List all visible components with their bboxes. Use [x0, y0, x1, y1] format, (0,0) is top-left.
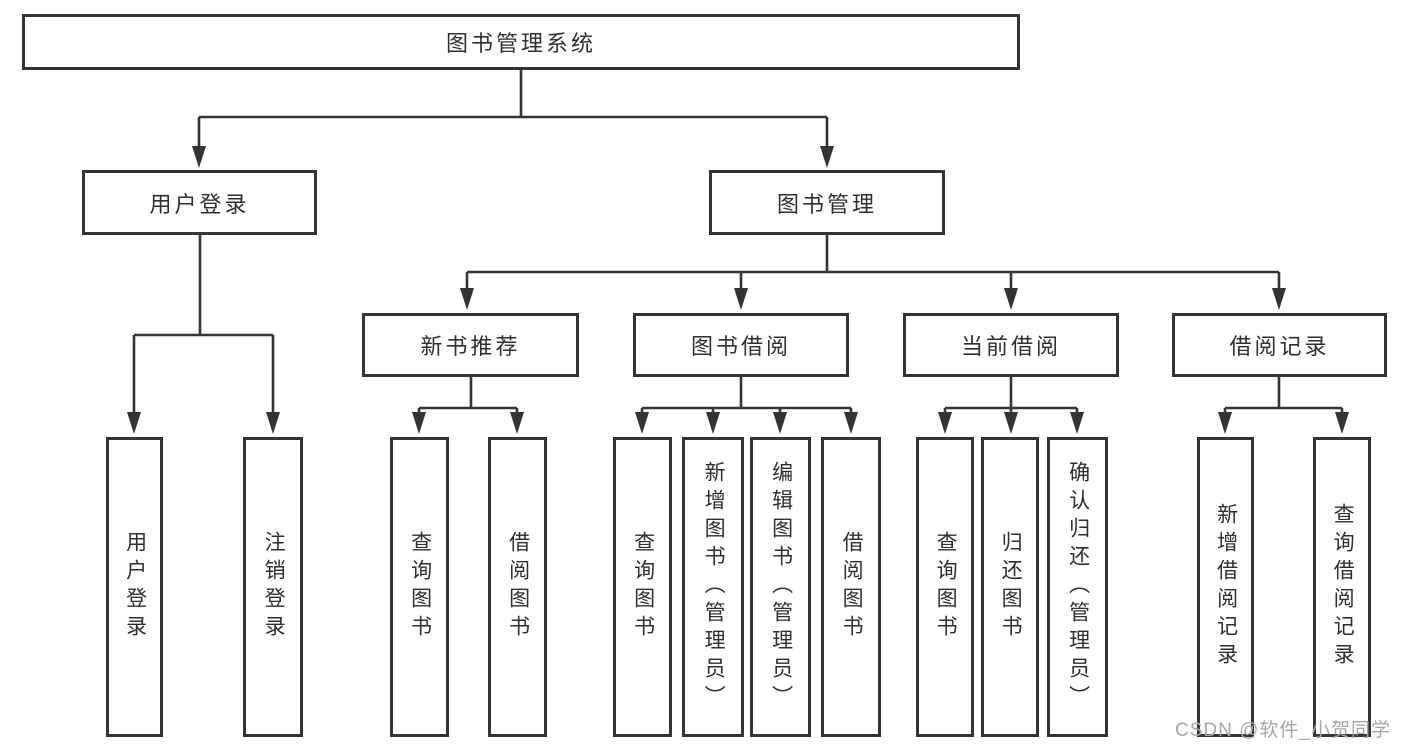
leaf-return-books-label: 归还图书 — [999, 531, 1023, 643]
watermark: CSDN @软件_小贺同学 — [1175, 720, 1391, 741]
node-new-book-recommend: 新书推荐 — [362, 313, 579, 377]
node-book-borrowing-label: 图书借阅 — [690, 334, 791, 359]
node-new-book-recommend-label: 新书推荐 — [420, 334, 521, 359]
leaf-edit-books-admin: 编辑图书（管理员） — [750, 437, 811, 737]
leaf-confirm-return-admin-label: 确认归还（管理员） — [1066, 461, 1090, 713]
leaf-logout-label: 注销登录 — [262, 531, 286, 643]
leaf-user-login-label: 用户登录 — [123, 531, 147, 643]
leaf-logout: 注销登录 — [243, 437, 303, 737]
leaf-query-books-newbooks-label: 查询图书 — [408, 531, 432, 643]
arrowheads — [127, 146, 1349, 434]
node-current-borrowing: 当前借阅 — [903, 313, 1119, 377]
leaf-query-books-newbooks: 查询图书 — [390, 437, 449, 737]
node-borrowing-records-label: 借阅记录 — [1229, 334, 1330, 359]
node-library-system: 图书管理系统 — [22, 14, 1020, 70]
connector-records-to-leaves — [1223, 377, 1344, 414]
connector-current-to-leaves — [943, 377, 1079, 414]
leaf-borrow-books-newbooks-label: 借阅图书 — [506, 531, 530, 643]
leaf-borrow-books-newbooks: 借阅图书 — [488, 437, 547, 737]
leaf-confirm-return-admin: 确认归还（管理员） — [1047, 437, 1108, 737]
leaf-add-borrow-record: 新增借阅记录 — [1197, 437, 1254, 737]
node-book-management-label: 图书管理 — [776, 191, 877, 217]
connector-root-to-level2 — [197, 70, 829, 148]
connector-borrowing-to-leaves — [640, 377, 853, 414]
connector-newbooks-to-leaves — [417, 377, 519, 414]
node-borrowing-records: 借阅记录 — [1172, 313, 1387, 377]
node-library-system-label: 图书管理系统 — [445, 31, 596, 56]
connector-bookmgmt-to-level3 — [465, 235, 1281, 290]
leaf-query-borrow-record: 查询借阅记录 — [1313, 437, 1371, 737]
node-book-management: 图书管理 — [709, 170, 945, 235]
leaf-borrow-books-borrowing: 借阅图书 — [821, 437, 881, 737]
node-book-borrowing: 图书借阅 — [633, 313, 849, 377]
leaf-query-borrow-record-label: 查询借阅记录 — [1331, 503, 1355, 671]
leaf-query-books-current: 查询图书 — [916, 437, 974, 737]
leaf-query-books-borrowing: 查询图书 — [613, 437, 672, 737]
node-user-login: 用户登录 — [82, 170, 317, 235]
leaf-add-books-admin: 新增图书（管理员） — [682, 437, 744, 737]
leaf-edit-books-admin-label: 编辑图书（管理员） — [769, 461, 793, 713]
connector-userlogin-to-leaves — [132, 235, 275, 414]
node-current-borrowing-label: 当前借阅 — [960, 334, 1061, 359]
leaf-borrow-books-borrowing-label: 借阅图书 — [840, 531, 864, 643]
leaf-query-books-current-label: 查询图书 — [934, 531, 958, 643]
leaf-add-borrow-record-label: 新增借阅记录 — [1214, 503, 1238, 671]
leaf-add-books-admin-label: 新增图书（管理员） — [702, 461, 726, 713]
leaf-return-books: 归还图书 — [981, 437, 1039, 737]
node-user-login-label: 用户登录 — [149, 191, 250, 217]
leaf-user-login: 用户登录 — [106, 437, 163, 737]
leaf-query-books-borrowing-label: 查询图书 — [631, 531, 655, 643]
